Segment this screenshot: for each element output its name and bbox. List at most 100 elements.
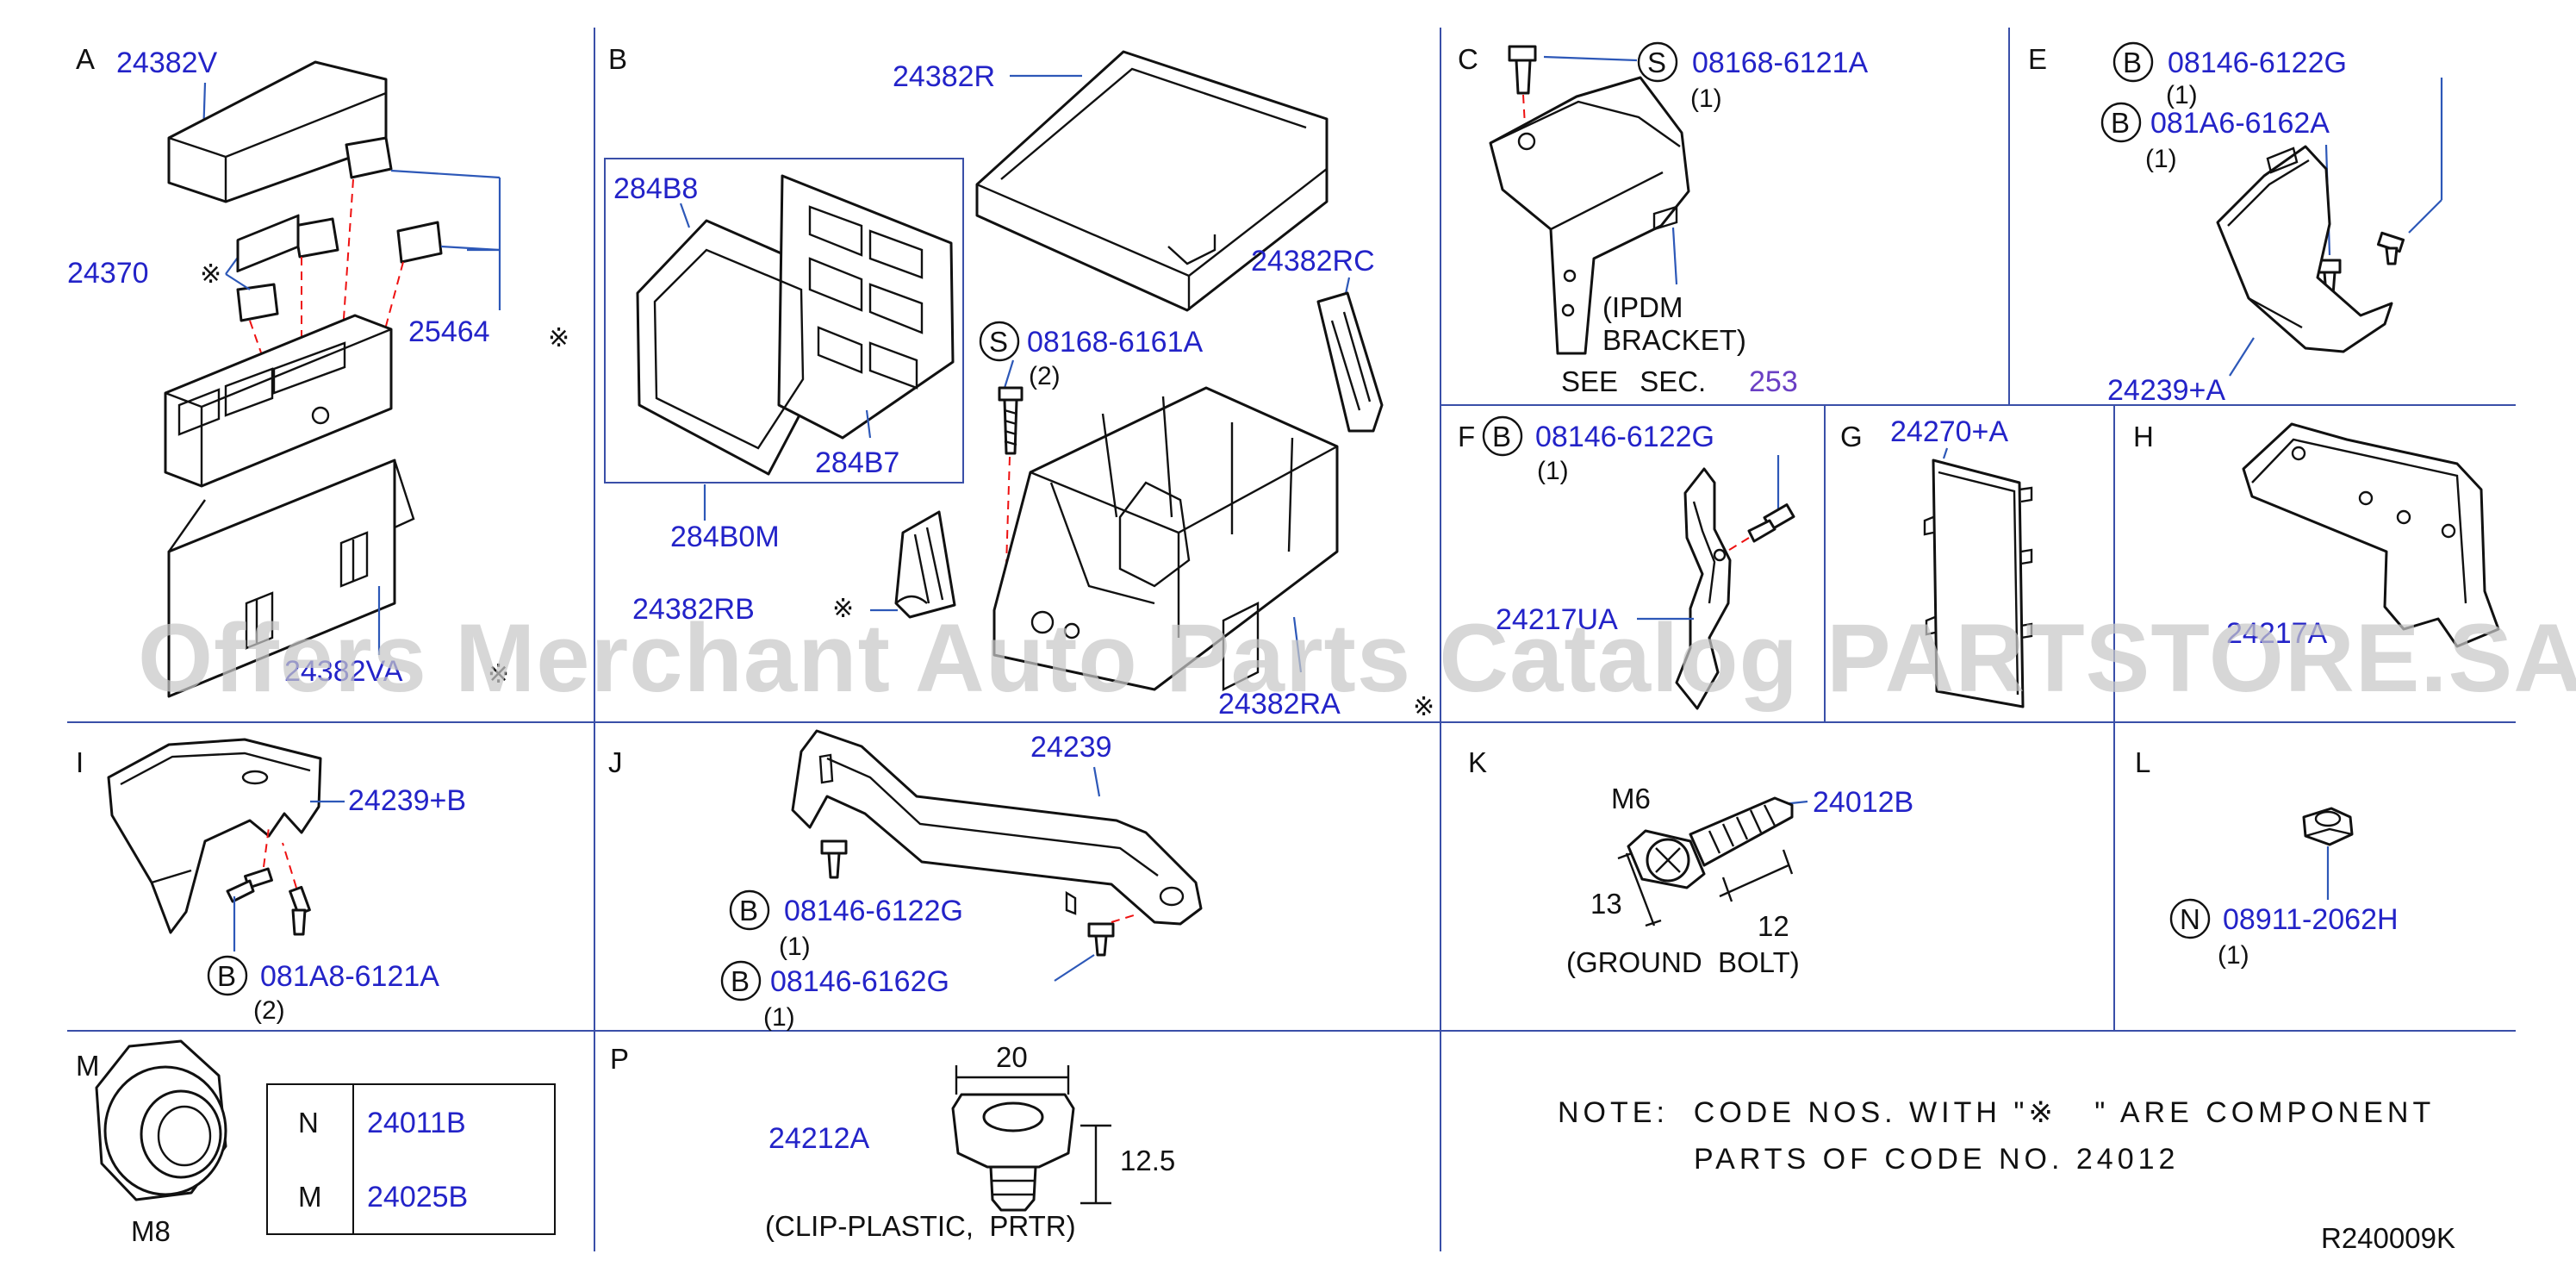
fuse-set bbox=[236, 136, 443, 322]
screw-icon bbox=[998, 386, 1024, 455]
part-number-24212a[interactable]: 24212A bbox=[768, 1122, 870, 1155]
part-number-24025b[interactable]: 24025B bbox=[367, 1181, 468, 1213]
bolt-callout-b-f bbox=[1482, 415, 1523, 457]
part-number-24382ra[interactable]: 24382RA bbox=[1218, 688, 1341, 721]
part-number-24239[interactable]: 24239 bbox=[1030, 731, 1112, 764]
section-a-letter: A bbox=[76, 43, 95, 75]
code-table: N 24011B M 24025B bbox=[266, 1083, 556, 1235]
screw-code-s: S bbox=[989, 326, 1008, 358]
bolt-qty-e2: (1) bbox=[2145, 145, 2177, 173]
bolt-code-b-f: B bbox=[1492, 421, 1511, 452]
bolt-qty-j2: (1) bbox=[763, 1003, 795, 1032]
bolt-qty-e1: (1) bbox=[2166, 81, 2198, 109]
part-number-24382va[interactable]: 24382VA bbox=[284, 655, 403, 688]
part-number-24382v[interactable]: 24382V bbox=[116, 47, 218, 79]
nut-qty-l: (1) bbox=[2218, 941, 2249, 970]
part-number-08146-6162g[interactable]: 08146-6162G bbox=[770, 965, 949, 998]
part-number-081a8-6121a[interactable]: 081A8-6121A bbox=[260, 960, 439, 993]
bolt-code-b-j2: B bbox=[731, 965, 750, 997]
relay-box bbox=[636, 174, 955, 476]
screw-code-s-c: S bbox=[1647, 47, 1666, 78]
bolt-code-b-e2: B bbox=[2111, 107, 2130, 139]
section-j: J 24239 B 08146-6122G (1) B 08146-6162G … bbox=[608, 729, 1203, 1032]
section-grid bbox=[67, 28, 2516, 1251]
section-b: B 24382R 284B8 284B7 284B0M S 0816 bbox=[604, 43, 1434, 721]
screw-icon bbox=[820, 839, 848, 879]
part-number-24382r[interactable]: 24382R bbox=[893, 60, 995, 93]
part-number-08168-6161a[interactable]: 08168-6161A bbox=[1027, 326, 1204, 359]
part-number-08146-6122g-f[interactable]: 08146-6122G bbox=[1535, 421, 1714, 453]
note-block: NOTE: CODE NOS. WITH "※ " ARE COMPONENT … bbox=[1558, 1096, 2435, 1176]
section-j-letter: J bbox=[608, 746, 623, 778]
part-number-24012b[interactable]: 24012B bbox=[1813, 786, 1913, 819]
bolt-callout-b-e1 bbox=[2112, 41, 2154, 83]
part-number-08146-6122g-j[interactable]: 08146-6122G bbox=[784, 895, 963, 927]
section-k: K M6 24012B 13 12 (GROUND BOLT) bbox=[1468, 746, 1913, 978]
ipdm-bracket bbox=[1489, 76, 1690, 355]
fuse-box-lower-housing bbox=[167, 459, 415, 698]
section-g-letter: G bbox=[1840, 421, 1863, 452]
see-section-number[interactable]: 253 bbox=[1749, 365, 1798, 398]
section-c: C S 08168-6121A (1) (IPDM BRACKET) SEE S… bbox=[1458, 41, 1869, 398]
part-number-08911-2062h[interactable]: 08911-2062H bbox=[2223, 903, 2399, 936]
component-mark-b2: ※ bbox=[1413, 693, 1434, 721]
part-number-284b7[interactable]: 284B7 bbox=[815, 446, 899, 479]
bracket-24217a bbox=[2242, 422, 2500, 648]
part-number-24382rc[interactable]: 24382RC bbox=[1251, 245, 1375, 278]
connector-bracket-rb bbox=[894, 510, 956, 619]
section-l: L N 08911-2062H (1) bbox=[2135, 746, 2399, 970]
watermark-text: Offers Merchant Auto Parts Catalog PARTS… bbox=[138, 604, 2576, 712]
bolt-code-b-e1: B bbox=[2123, 47, 2142, 78]
section-c-letter: C bbox=[1458, 43, 1478, 75]
section-m: M M8 N 24011B M 24025B bbox=[76, 1039, 556, 1247]
part-number-24239a[interactable]: 24239+A bbox=[2107, 374, 2225, 407]
bolt-callout-b-j2 bbox=[720, 960, 762, 1001]
diagram-reference-code: R240009K bbox=[2321, 1222, 2455, 1254]
part-number-24239b[interactable]: 24239+B bbox=[348, 784, 466, 817]
part-number-24011b[interactable]: 24011B bbox=[367, 1107, 466, 1139]
screw-icon bbox=[289, 885, 311, 936]
clip-label: (CLIP-PLASTIC, PRTR) bbox=[765, 1210, 1076, 1242]
bolt-callout-b-e2 bbox=[2100, 102, 2142, 143]
section-a: A 24382V 24370 ※ 25464 ※ bbox=[67, 43, 569, 698]
part-number-284b8[interactable]: 284B8 bbox=[613, 172, 698, 205]
section-l-letter: L bbox=[2135, 746, 2150, 778]
table-code-n: N bbox=[298, 1107, 319, 1139]
screw-icon bbox=[1508, 45, 1537, 95]
section-f-letter: F bbox=[1458, 421, 1475, 452]
bracket-24239 bbox=[791, 729, 1203, 926]
clip-dimension-12-5: 12.5 bbox=[1120, 1145, 1175, 1176]
part-number-284b0m[interactable]: 284B0M bbox=[670, 521, 780, 553]
fuse-box-body bbox=[164, 214, 393, 488]
part-number-25464[interactable]: 25464 bbox=[408, 315, 490, 348]
nut-m8-icon bbox=[95, 1039, 227, 1201]
bolt-callout-b-i bbox=[207, 955, 248, 996]
part-number-24217a[interactable]: 24217A bbox=[2226, 617, 2328, 650]
part-number-08168-6121a[interactable]: 08168-6121A bbox=[1692, 47, 1869, 79]
part-number-24270a[interactable]: 24270+A bbox=[1890, 415, 2008, 448]
section-b-letter: B bbox=[608, 43, 627, 75]
nut-code-n-l: N bbox=[2180, 903, 2200, 935]
part-number-081a6-6162a[interactable]: 081A6-6162A bbox=[2150, 107, 2330, 140]
part-number-08146-6122g-e[interactable]: 08146-6122G bbox=[2168, 47, 2347, 79]
bolt-code-b-j1: B bbox=[739, 895, 758, 926]
component-mark-a3: ※ bbox=[488, 660, 509, 689]
part-number-24382rb[interactable]: 24382RB bbox=[632, 593, 755, 626]
screw-qty-b: (2) bbox=[1029, 362, 1061, 390]
section-e: E B 08146-6122G (1) B 081A6-6162A (1) 24… bbox=[2028, 41, 2443, 407]
ipdm-bracket-label-2: BRACKET) bbox=[1602, 324, 1746, 356]
part-number-24217ua[interactable]: 24217UA bbox=[1496, 603, 1618, 636]
fuse-box-cover bbox=[975, 50, 1328, 312]
cover-plate-24270a bbox=[1923, 459, 2033, 708]
component-mark-b1: ※ bbox=[832, 595, 854, 623]
section-g: G 24270+A bbox=[1840, 415, 2033, 708]
screw-callout-s bbox=[979, 321, 1020, 362]
part-number-24370[interactable]: 24370 bbox=[67, 257, 149, 290]
bolt-code-b-i: B bbox=[217, 960, 236, 992]
screw-callout-s-c bbox=[1637, 41, 1678, 83]
note-line-1: NOTE: CODE NOS. WITH "※ " ARE COMPONENT bbox=[1558, 1096, 2435, 1129]
section-m-letter: M bbox=[76, 1050, 100, 1082]
ipdm-bracket-label-1: (IPDM bbox=[1602, 291, 1683, 323]
section-f: F B 08146-6122G (1) 24217UA bbox=[1458, 415, 1795, 710]
